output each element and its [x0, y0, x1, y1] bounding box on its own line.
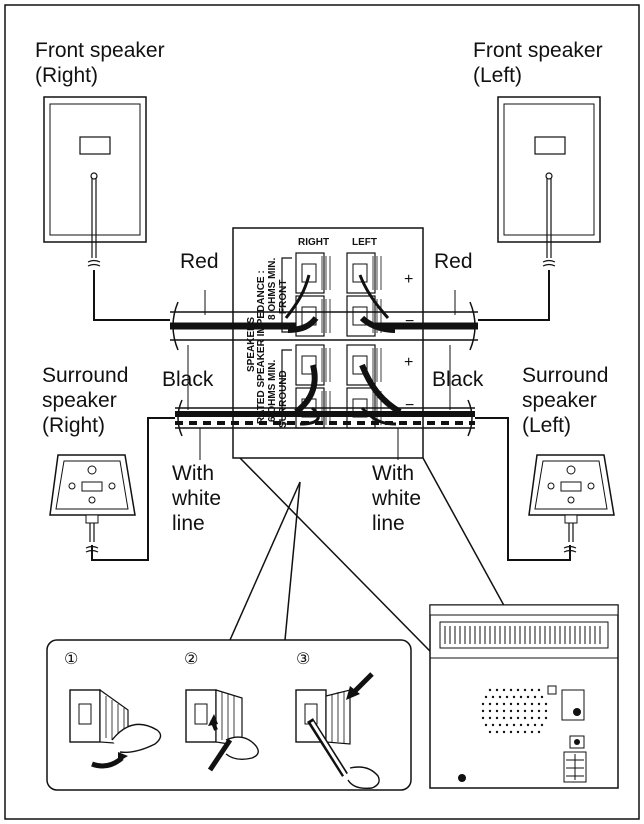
surround-right-label-line2: speaker: [42, 389, 117, 412]
red-label-left: Red: [180, 250, 219, 273]
terminal-speakers-label: SPEAKERS: [246, 317, 257, 372]
front-left-label-line1: Front speaker: [473, 39, 603, 62]
front-left-cord: [478, 270, 550, 321]
white-line-right-line1: With: [372, 462, 414, 485]
surround-left-cord: [475, 417, 571, 561]
terminal-plus-front: +: [404, 271, 413, 288]
front-right-cord: [93, 270, 170, 321]
black-label-left: Black: [162, 368, 214, 391]
step-2-number: ②: [184, 651, 198, 668]
surround-left-label-line2: speaker: [522, 389, 597, 412]
main-unit-rear: [429, 604, 619, 789]
surround-right-label-line1: Surround: [42, 364, 128, 387]
white-line-right-line2: white: [371, 487, 421, 510]
terminal-surround-label: SURROUND: [278, 370, 289, 428]
white-line-left-line3: line: [172, 512, 205, 535]
terminal-front-ohms: 8 OHMS MIN.: [267, 258, 278, 320]
front-speaker-left: [497, 96, 601, 258]
front-cable: [170, 274, 478, 351]
surround-right-label-line3: (Right): [42, 414, 105, 437]
terminal-front-label: FRONT: [278, 280, 289, 314]
surround-speaker-right: [49, 454, 136, 542]
front-speaker-right: [43, 96, 147, 258]
white-line-left-line2: white: [171, 487, 221, 510]
terminal-panel: RIGHT LEFT + − + − SPEAKERS RATED SPEAKE…: [232, 227, 424, 459]
white-line-right-line3: line: [372, 512, 405, 535]
front-right-label-line1: Front speaker: [35, 39, 165, 62]
terminal-minus-front: −: [405, 313, 414, 330]
front-left-label-line2: (Left): [473, 64, 522, 87]
step-1-number: ①: [64, 651, 78, 668]
terminal-left-label: LEFT: [352, 237, 377, 248]
terminal-right-label: RIGHT: [298, 237, 329, 248]
steps-inset: ① ② ③: [46, 639, 412, 791]
terminal-minus-surround: −: [405, 397, 414, 414]
terminal-impedance-label: RATED SPEAKER IMPEDANCE :: [256, 270, 267, 424]
surround-cable: [175, 363, 475, 437]
surround-right-cord: [91, 417, 175, 561]
black-label-right: Black: [432, 368, 484, 391]
step-3-illustration: [295, 672, 380, 790]
step-1-illustration: [69, 688, 162, 769]
step-3-number: ③: [296, 651, 310, 668]
surround-speaker-left: [528, 454, 615, 542]
surround-left-label-line1: Surround: [522, 364, 608, 387]
surround-left-label-line3: (Left): [522, 414, 571, 437]
white-line-left-line1: With: [172, 462, 214, 485]
step-2-illustration: [185, 689, 259, 772]
front-right-label-line2: (Right): [35, 64, 98, 87]
terminal-plus-surround: +: [404, 354, 413, 371]
red-label-right: Red: [434, 250, 473, 273]
terminal-surround-ohms: 6 OHMS MIN.: [267, 360, 278, 422]
